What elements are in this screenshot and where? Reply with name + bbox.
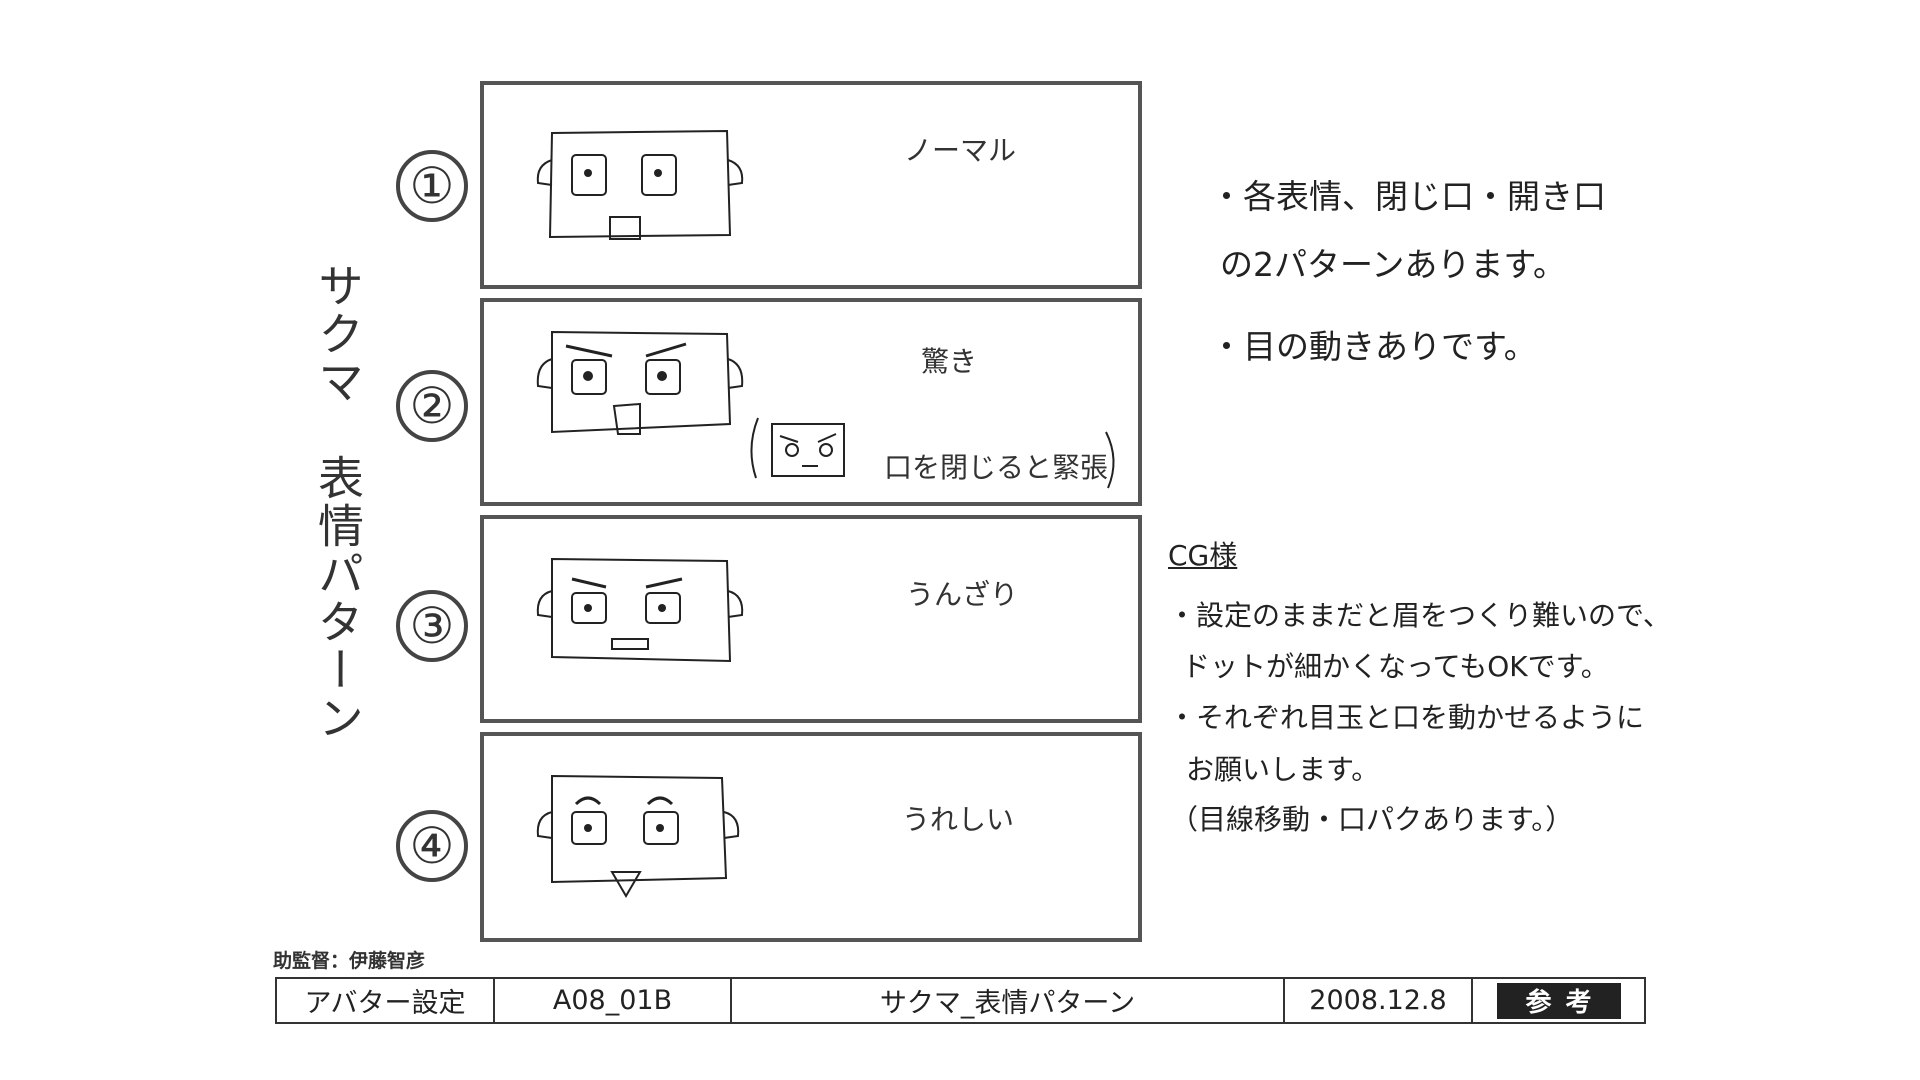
expression-label: 驚き [921,340,977,380]
expression-panel-surprised: 驚き 口を閉じると緊張 [480,298,1142,506]
closed-mouth-note: 口を閉じると緊張 [884,446,1108,486]
cg-line-2: ドットが細かくなってもOKです。 [1182,653,1609,681]
expression-panel-happy: うれしい [480,732,1142,942]
footer-name: サクマ_表情パターン [732,979,1285,1022]
footer-category: アバター設定 [277,979,495,1022]
pattern-number-3: ③ [396,590,468,662]
close-paren-sketch [1102,430,1122,490]
fed-up-face-sketch [522,553,752,673]
cg-line-1: ・設定のままだと眉をつくり難いので、 [1168,602,1671,630]
expression-panel-fed-up: うんざり [480,515,1142,723]
assistant-director-credit: 助監督：伊藤智彦 [273,946,425,973]
note-line-2: の2パターンあります。 [1220,248,1566,281]
cg-line-5: （目線移動・口パクあります。） [1170,806,1573,834]
cg-line-3: ・それぞれ目玉と口を動かせるように [1168,704,1644,732]
pattern-number-2: ② [396,370,468,442]
cg-heading: CG様 [1168,542,1237,570]
title-block: アバター設定 A08_01B サクマ_表情パターン 2008.12.8 参考 [275,977,1646,1024]
footer-stamp-cell: 参考 [1473,979,1644,1022]
pattern-number-1: ① [396,150,468,222]
expression-panel-normal: ノーマル [480,81,1142,289]
tense-face-sketch [746,414,866,484]
normal-face-sketch [522,125,752,245]
surprised-face-sketch [522,324,752,444]
vertical-title: サクマ 表情パターン [300,262,362,742]
expression-label: うんざり [906,573,1018,613]
expression-label: ノーマル [904,129,1016,169]
footer-code: A08_01B [495,979,732,1022]
note-line-1: ・各表情、閉じ口・開き口 [1210,180,1606,213]
pattern-number-4: ④ [396,810,468,882]
reference-stamp: 参考 [1497,983,1621,1019]
expression-label: うれしい [902,798,1014,838]
footer-date: 2008.12.8 [1285,979,1473,1022]
note-line-3: ・目の動きありです。 [1210,330,1537,363]
cg-line-4: お願いします。 [1186,756,1379,784]
happy-face-sketch [522,770,752,910]
